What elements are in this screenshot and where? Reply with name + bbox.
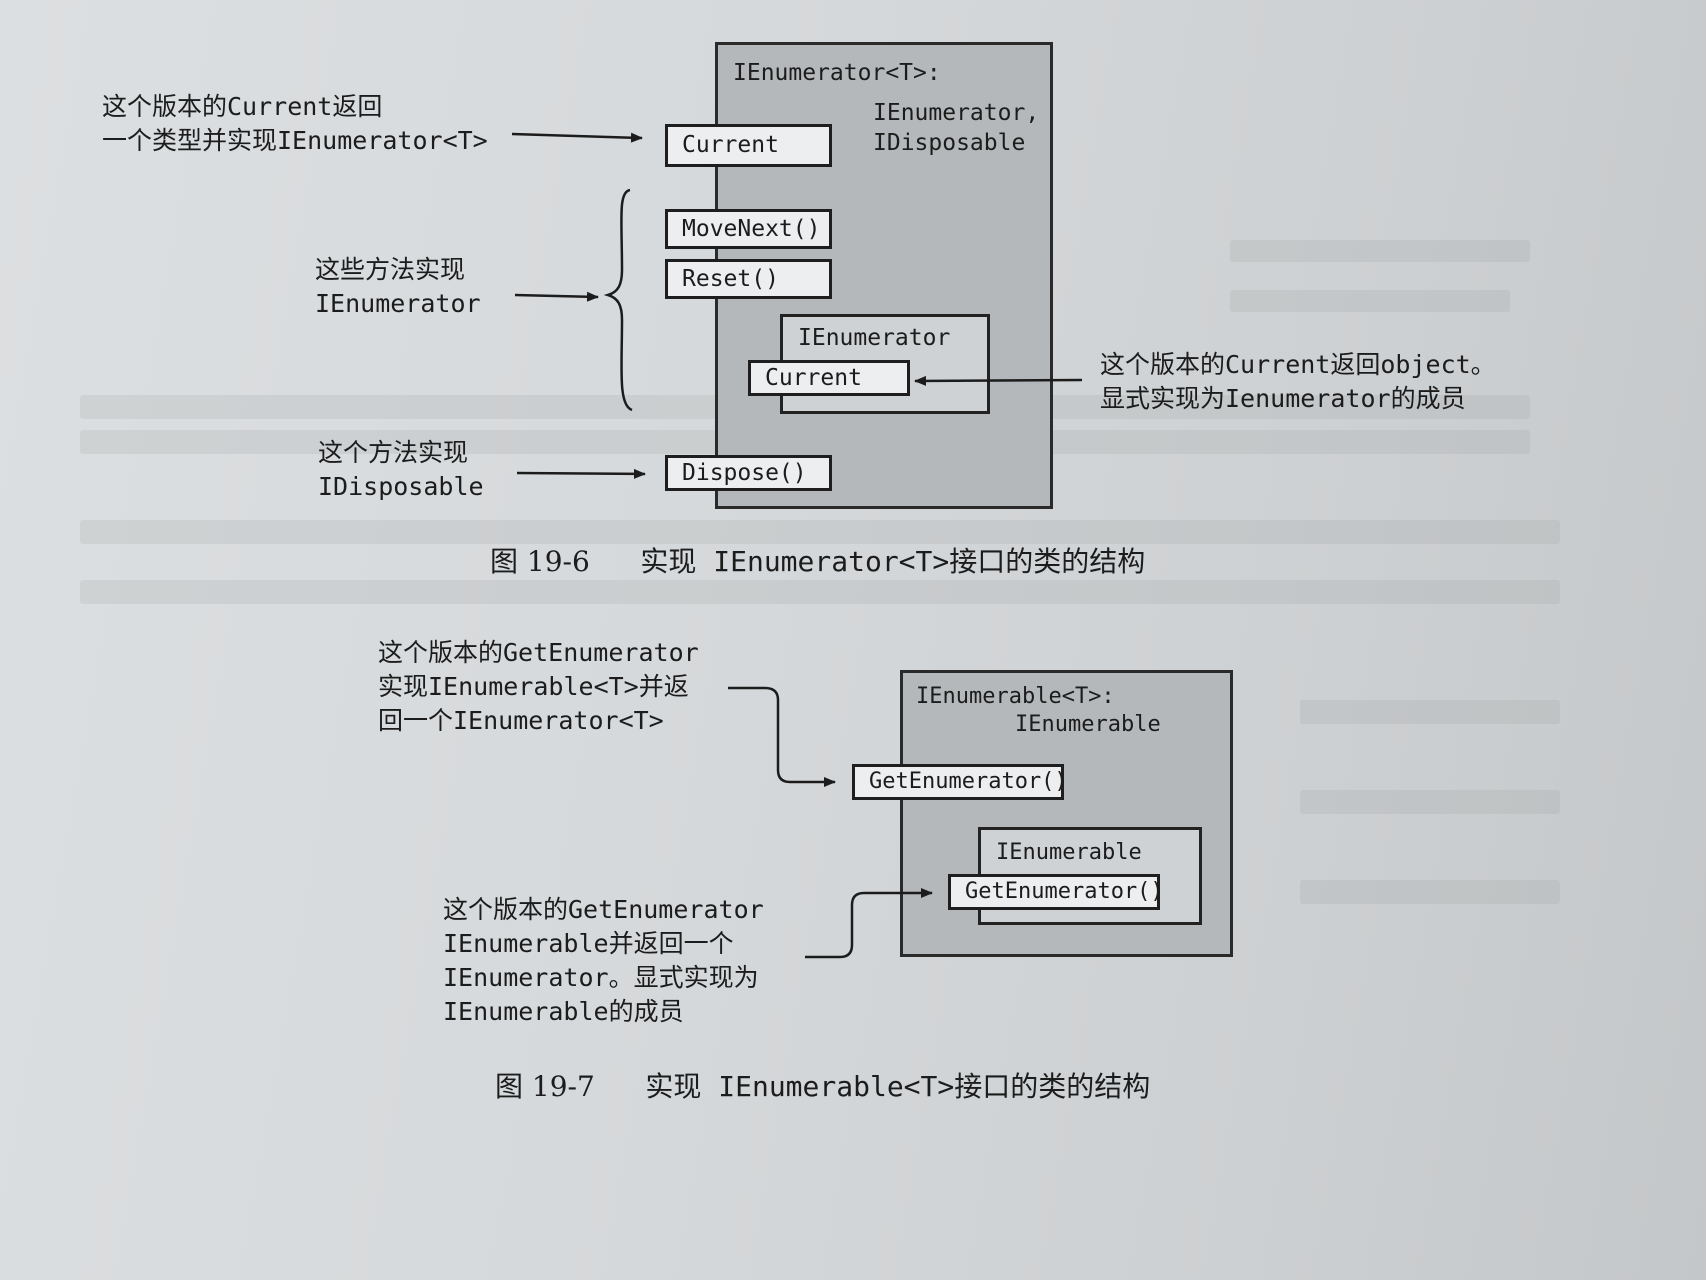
note-current-generic: 这个版本的Current返回 一个类型并实现IEnumerator<T> [102, 90, 488, 158]
note-line: 这个版本的GetEnumerator [443, 895, 764, 924]
note-getenumerator-generic: 这个版本的GetEnumerator 实现IEnumerable<T>并返 回一… [378, 636, 699, 738]
note-line: IEnumerator。显式实现为 [443, 963, 759, 992]
note-line: 这个版本的Current返回 [102, 92, 383, 121]
caption-text: 实现 IEnumerable<T>接口的类的结构 [645, 1070, 1151, 1103]
reset-member-box: Reset() [665, 259, 832, 299]
inner-current-label: Current [765, 364, 862, 391]
movenext-member-box: MoveNext() [665, 209, 832, 249]
caption-text: 实现 IEnumerator<T>接口的类的结构 [640, 545, 1146, 578]
arrow-getenumerator-explicit [805, 888, 933, 959]
note-line: IEnumerable的成员 [443, 997, 684, 1026]
note-current-object: 这个版本的Current返回object。 显式实现为Ienumerator的成… [1100, 348, 1496, 416]
inner-title: IEnumerable [996, 840, 1142, 865]
bleed-through [80, 580, 1560, 604]
note-line: 显式实现为Ienumerator的成员 [1100, 384, 1466, 413]
dispose-member-box: Dispose() [665, 455, 832, 491]
current-member-box: Current [665, 124, 832, 167]
figure-caption-19-6: 图 19-6 实现 IEnumerator<T>接口的类的结构 [490, 540, 1145, 580]
note-line: 这个版本的Current返回object。 [1100, 350, 1496, 379]
note-line: IEnumerator [315, 289, 481, 318]
note-methods: 这些方法实现 IEnumerator [315, 253, 481, 321]
dispose-label: Dispose() [682, 459, 807, 486]
outer-header-line2: IEnumerator, [873, 100, 1040, 126]
bleed-through [1230, 240, 1530, 262]
note-line: 实现IEnumerable<T>并返 [378, 672, 689, 701]
figure-caption-19-7: 图 19-7 实现 IEnumerable<T>接口的类的结构 [495, 1065, 1150, 1105]
arrow-current-generic [511, 132, 643, 143]
note-line: 回一个IEnumerator<T> [378, 706, 664, 735]
bleed-through [80, 520, 1560, 544]
outer-header-line1: IEnumerable<T>: [916, 684, 1115, 709]
outer-header-line2: IEnumerable [1015, 712, 1161, 737]
arrow-methods [514, 291, 599, 302]
outer-header-line1: IEnumerator<T>: [733, 60, 941, 86]
movenext-label: MoveNext() [682, 215, 821, 242]
inner-current-member-box: Current [748, 360, 910, 396]
bleed-through [1300, 880, 1560, 904]
note-line: 这个版本的GetEnumerator [378, 638, 699, 667]
bleed-through [1300, 700, 1560, 724]
arrow-getenumerator-generic [728, 686, 836, 787]
current-label: Current [682, 132, 779, 158]
note-line: 这些方法实现 [315, 255, 466, 284]
inner-getenumerator-label: GetEnumerator() [965, 879, 1164, 904]
caption-label: 图 19-6 [490, 545, 590, 578]
caption-label: 图 19-7 [495, 1070, 595, 1103]
outer-header-line3: IDisposable [873, 130, 1026, 156]
arrow-current-object [914, 375, 1083, 386]
getenumerator-member-box: GetEnumerator() [852, 764, 1068, 800]
arrow-dispose [516, 468, 646, 479]
inner-getenumerator-member-box: GetEnumerator() [948, 874, 1164, 910]
getenumerator-label: GetEnumerator() [869, 769, 1068, 794]
bleed-through [1300, 790, 1560, 814]
note-dispose: 这个方法实现 IDisposable [318, 436, 484, 504]
note-line: IDisposable [318, 472, 484, 501]
note-line: 一个类型并实现IEnumerator<T> [102, 126, 488, 155]
note-getenumerator-explicit: 这个版本的GetEnumerator IEnumerable并返回一个 IEnu… [443, 893, 764, 1029]
reset-label: Reset() [682, 265, 779, 292]
brace-methods [603, 188, 633, 412]
bleed-through [1230, 290, 1510, 312]
inner-title: IEnumerator [798, 325, 951, 351]
note-line: IEnumerable并返回一个 [443, 929, 734, 958]
note-line: 这个方法实现 [318, 438, 469, 467]
